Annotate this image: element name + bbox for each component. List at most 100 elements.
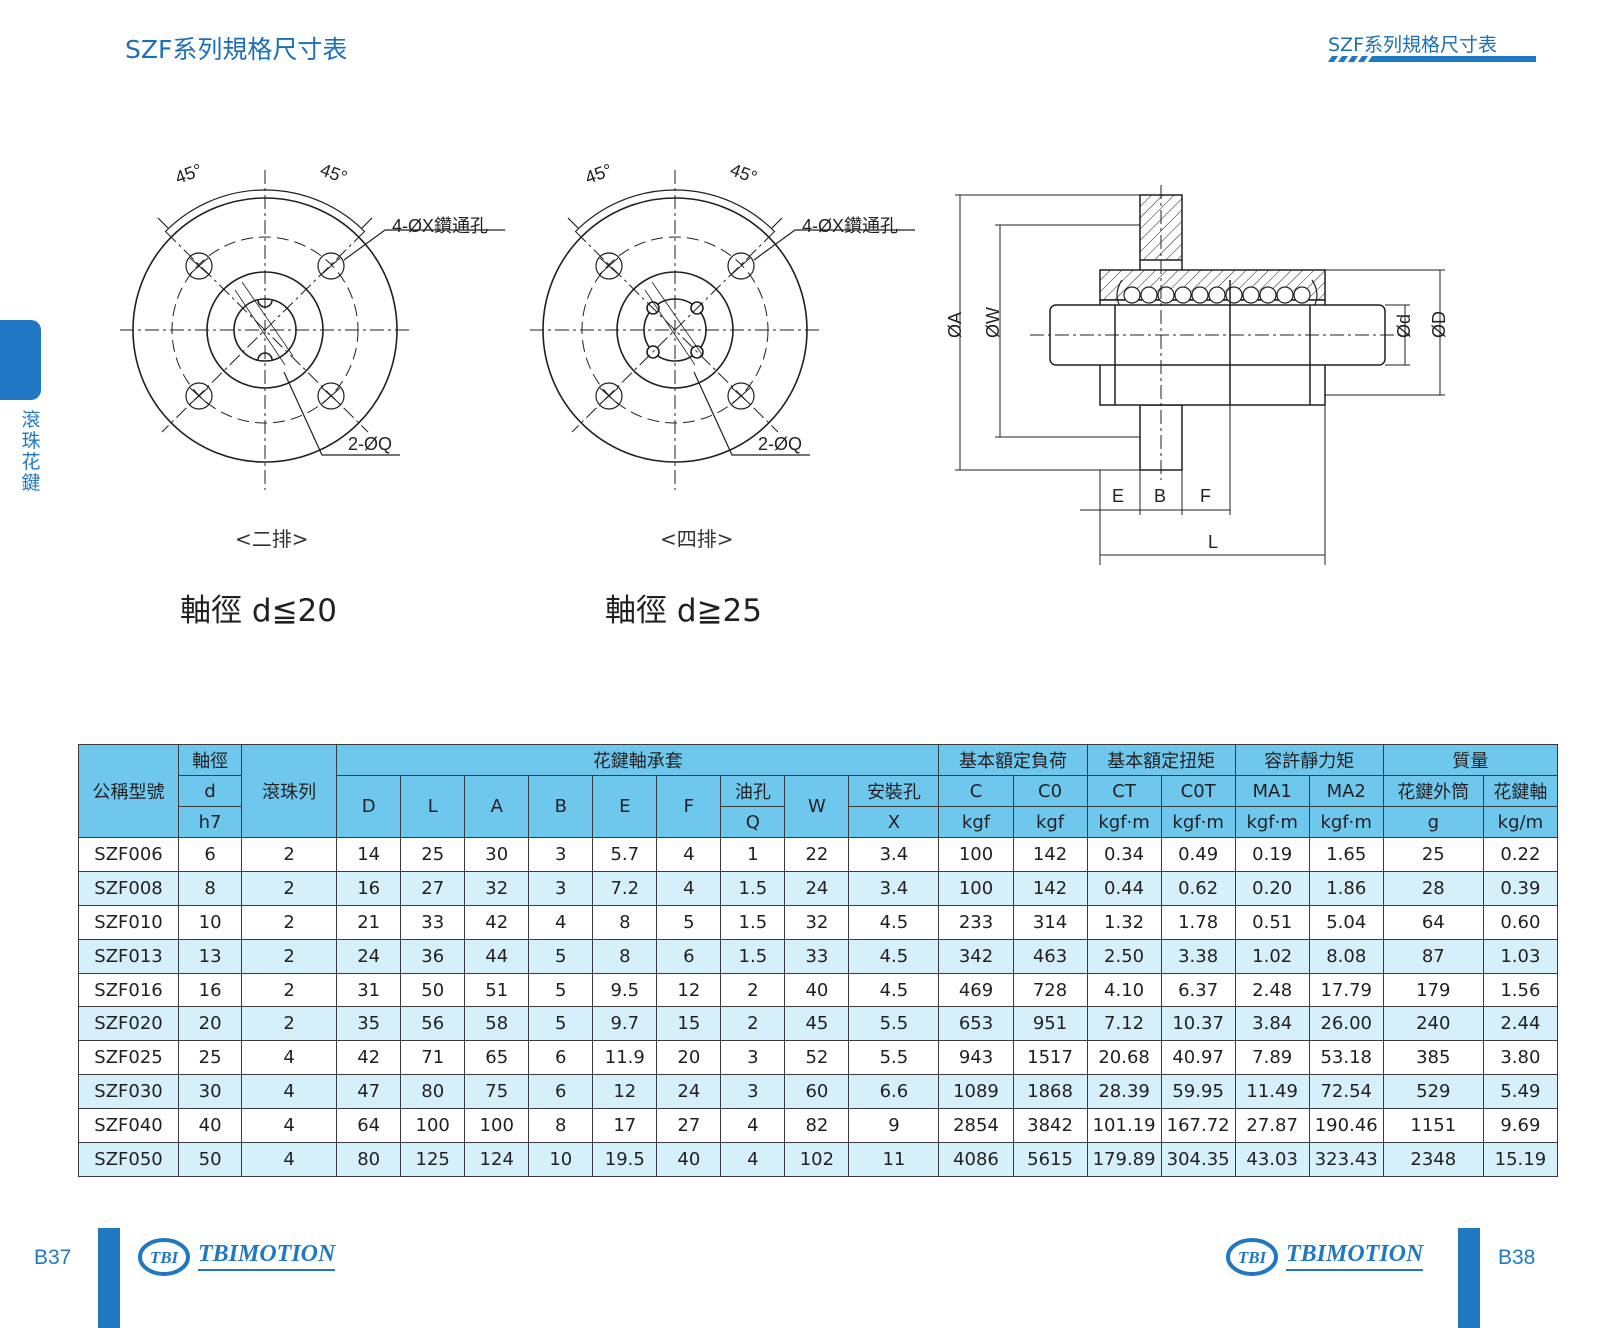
cell-E: 5.7 — [592, 837, 658, 872]
dim-label-A: ØA — [945, 312, 965, 338]
cell-MA1: 11.49 — [1234, 1074, 1310, 1110]
header-A: A — [464, 775, 530, 838]
cell-C: 2854 — [938, 1108, 1014, 1144]
cell-nut-mass: 64 — [1382, 904, 1484, 940]
cell-nut-mass: 240 — [1382, 1006, 1484, 1042]
cell-CT: 0.44 — [1086, 870, 1162, 906]
cell-A: 42 — [464, 904, 530, 940]
cell-d: 8 — [178, 870, 243, 906]
cell-model: SZF008 — [77, 870, 180, 906]
cell-L: 50 — [400, 972, 466, 1008]
page-title-right: SZF系列規格尺寸表 — [1328, 34, 1498, 56]
cell-Q: 3 — [720, 1040, 786, 1076]
tbi-logo-right: TBI — [1226, 1238, 1278, 1276]
header-mount-hole: 安裝孔 — [848, 775, 940, 807]
cell-MA2: 17.79 — [1308, 972, 1384, 1008]
cell-shaft-mass: 0.22 — [1482, 837, 1559, 872]
cell-shaft-mass: 0.39 — [1482, 870, 1559, 906]
header-ball-rows: 滾珠列 — [241, 744, 338, 838]
cell-d: 50 — [178, 1142, 243, 1177]
dim-label-E: E — [1112, 486, 1124, 506]
cell-D: 64 — [336, 1108, 402, 1144]
cell-shaft-mass: 0.60 — [1482, 904, 1559, 940]
cell-X: 4.5 — [848, 904, 940, 940]
page-number-left: B37 — [34, 1246, 72, 1269]
cell-d: 30 — [178, 1074, 243, 1110]
cell-W: 40 — [784, 972, 850, 1008]
cell-shaft-mass: 2.44 — [1482, 1006, 1559, 1042]
cell-A: 32 — [464, 870, 530, 906]
side-section-view: ØA ØW Ød ØD E B F L — [945, 185, 1449, 565]
dim-label-B: B — [1154, 486, 1166, 506]
cell-rows: 2 — [241, 870, 338, 906]
cell-CT: 0.34 — [1086, 837, 1162, 872]
cell-X: 3.4 — [848, 870, 940, 906]
cell-C0T: 3.38 — [1160, 938, 1236, 974]
cell-D: 14 — [336, 837, 402, 872]
cell-A: 75 — [464, 1074, 530, 1110]
cell-X: 6.6 — [848, 1074, 940, 1110]
header-L: L — [400, 775, 466, 838]
cell-C0: 951 — [1012, 1006, 1088, 1042]
cell-Q: 2 — [720, 1006, 786, 1042]
cell-F: 40 — [656, 1142, 722, 1177]
cell-E: 7.2 — [592, 870, 658, 906]
cell-Q: 1.5 — [720, 938, 786, 974]
cell-CT: 2.50 — [1086, 938, 1162, 974]
cell-model: SZF030 — [77, 1074, 180, 1110]
dim-label-L: L — [1208, 532, 1218, 552]
unit-C0T: kgf·m — [1160, 806, 1236, 838]
header-B: B — [528, 775, 594, 838]
cell-MA1: 3.84 — [1234, 1006, 1310, 1042]
cell-C0T: 0.49 — [1160, 837, 1236, 872]
cell-F: 20 — [656, 1040, 722, 1076]
cell-d: 25 — [178, 1040, 243, 1076]
brand-name-right: TBIMOTION — [1286, 1241, 1424, 1271]
header-mass: 質量 — [1382, 744, 1559, 776]
angle-label-right: 45° — [317, 159, 349, 187]
rows-caption-middle: <四排> — [660, 527, 734, 551]
cell-A: 51 — [464, 972, 530, 1008]
cell-B: 3 — [528, 837, 594, 872]
spec-table: 公稱型號 軸徑 滾珠列 花鍵軸承套 基本額定負荷 基本額定扭矩 容許靜力矩 質量… — [77, 744, 1559, 1177]
cell-C0T: 40.97 — [1160, 1040, 1236, 1076]
cell-shaft-mass: 1.03 — [1482, 938, 1559, 974]
page-bar-left — [98, 1228, 120, 1328]
cell-shaft-mass: 3.80 — [1482, 1040, 1559, 1076]
cell-F: 4 — [656, 837, 722, 872]
cell-MA2: 190.46 — [1308, 1108, 1384, 1144]
cell-Q: 4 — [720, 1142, 786, 1177]
cell-W: 32 — [784, 904, 850, 940]
cell-F: 27 — [656, 1108, 722, 1144]
cell-A: 30 — [464, 837, 530, 872]
cell-W: 45 — [784, 1006, 850, 1042]
cell-X: 11 — [848, 1142, 940, 1177]
cell-C0: 1517 — [1012, 1040, 1088, 1076]
cell-X: 9 — [848, 1108, 940, 1144]
cell-rows: 2 — [241, 972, 338, 1008]
cell-MA2: 1.86 — [1308, 870, 1384, 906]
cell-W: 60 — [784, 1074, 850, 1110]
cell-X: 5.5 — [848, 1040, 940, 1076]
cell-F: 12 — [656, 972, 722, 1008]
header-model: 公稱型號 — [77, 744, 180, 838]
oil-hole-label: 2-ØQ — [758, 434, 802, 454]
cell-C0: 5615 — [1012, 1142, 1088, 1177]
cell-F: 24 — [656, 1074, 722, 1110]
cell-rows: 2 — [241, 837, 338, 872]
cell-D: 16 — [336, 870, 402, 906]
header-D: D — [336, 775, 402, 838]
cell-CT: 4.10 — [1086, 972, 1162, 1008]
cell-model: SZF020 — [77, 1006, 180, 1042]
cell-C: 100 — [938, 837, 1014, 872]
cell-d: 13 — [178, 938, 243, 974]
cell-model: SZF040 — [77, 1108, 180, 1144]
cell-rows: 2 — [241, 938, 338, 974]
cell-A: 124 — [464, 1142, 530, 1177]
cell-B: 4 — [528, 904, 594, 940]
cell-D: 21 — [336, 904, 402, 940]
cell-E: 9.5 — [592, 972, 658, 1008]
